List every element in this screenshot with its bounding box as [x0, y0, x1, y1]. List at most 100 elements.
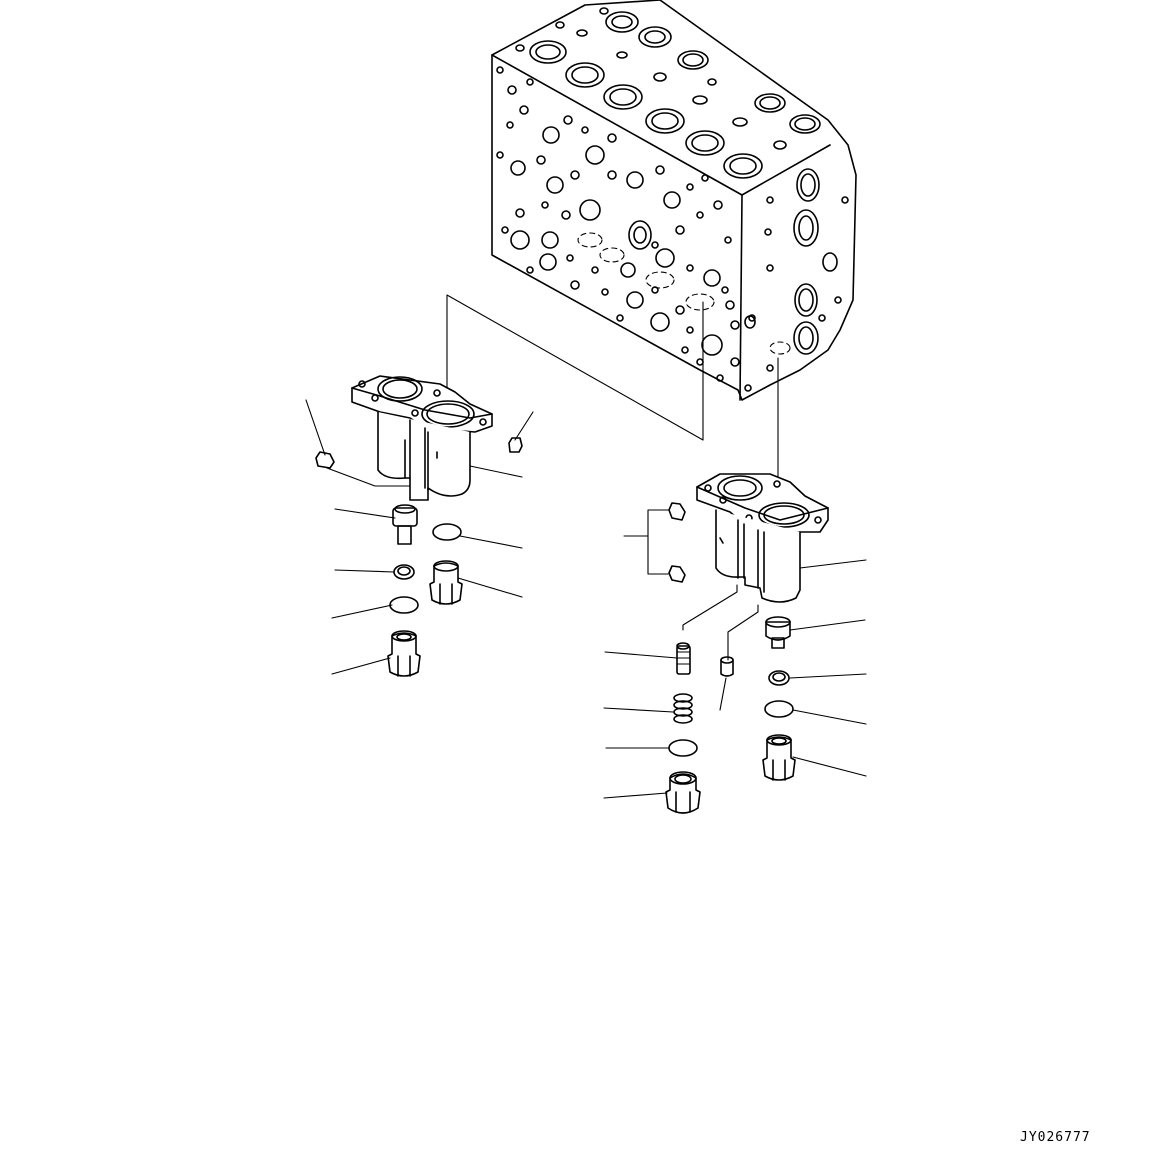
- left-leader-lines: [305, 399, 534, 675]
- flange-port: [421, 400, 475, 428]
- valve-body-mark: [719, 537, 724, 544]
- hex-plug: [429, 560, 463, 605]
- small-hole: [576, 29, 588, 37]
- leader-line: [469, 465, 523, 478]
- port-hole: [579, 199, 601, 221]
- port-hole: [535, 44, 561, 60]
- relief-poppet-body: [676, 645, 691, 675]
- port-hole: [565, 62, 605, 88]
- valve-flange: [351, 375, 493, 433]
- small-hole: [818, 314, 826, 322]
- small-hole: [773, 140, 787, 150]
- small-hole: [744, 384, 752, 392]
- port-hole: [628, 220, 652, 250]
- port-hole: [822, 252, 838, 272]
- port-hole: [626, 171, 644, 189]
- backup-ring-inner: [397, 566, 411, 576]
- poppet-top: [394, 504, 416, 514]
- port-hole: [798, 215, 814, 241]
- o-ring: [668, 739, 698, 757]
- small-hole: [721, 286, 729, 294]
- port-hole: [510, 160, 526, 176]
- leader-line: [603, 707, 674, 713]
- backup-ring-outer: [768, 670, 790, 686]
- hex-plug-top: [669, 771, 697, 785]
- flange-port: [758, 502, 810, 528]
- leader-line: [799, 559, 867, 569]
- port-hole: [759, 96, 781, 110]
- leader-line: [331, 604, 393, 619]
- backup-ring: [393, 564, 415, 580]
- port-hole: [798, 288, 814, 312]
- valve-block: [491, 0, 857, 401]
- small-hole: [655, 165, 665, 175]
- port-hole: [650, 312, 670, 332]
- flange-port: [426, 403, 470, 425]
- hex-plug-body: [387, 632, 421, 677]
- spring-coil: [673, 700, 693, 710]
- small-hole: [766, 264, 774, 272]
- leader-line: [331, 657, 391, 675]
- right-leader-lines: [603, 535, 867, 799]
- small-hole: [675, 225, 685, 235]
- flange-port: [377, 376, 423, 402]
- leader-line: [719, 677, 727, 711]
- valve-block-outline: [491, 0, 857, 401]
- leader-line: [789, 619, 866, 631]
- small-hole: [686, 183, 694, 191]
- leader-line: [334, 569, 395, 573]
- pin: [720, 656, 734, 677]
- small-hole: [515, 44, 525, 52]
- pin-top: [720, 656, 734, 664]
- port-hole: [794, 117, 816, 131]
- port-hole: [796, 168, 820, 202]
- pin-body: [720, 659, 734, 677]
- port-hole: [685, 130, 725, 156]
- hidden-port: [685, 293, 715, 311]
- bolt-hole: [479, 418, 487, 426]
- hex-plug-body: [762, 736, 796, 781]
- bolt-hole: [371, 394, 379, 402]
- port-hole: [638, 26, 672, 48]
- small-hole: [841, 196, 849, 204]
- bolt-hole: [704, 484, 712, 492]
- port-hole: [800, 173, 816, 197]
- hidden-port: [577, 232, 603, 248]
- drawing-id-label: JY026777: [1020, 1130, 1091, 1145]
- flange-port: [717, 475, 763, 501]
- port-hole: [609, 88, 637, 106]
- hex-plug-body: [429, 562, 463, 605]
- right-face-ports: [744, 168, 849, 392]
- hidden-port: [599, 247, 625, 263]
- port-hole: [691, 134, 719, 152]
- leader-line: [305, 399, 326, 456]
- bolt-hole: [719, 496, 727, 504]
- small-hole: [506, 121, 514, 129]
- port-hole: [703, 269, 721, 287]
- hidden-port: [645, 271, 675, 289]
- port-hole: [620, 262, 636, 278]
- hex-plug: [387, 630, 421, 677]
- port-hole: [682, 53, 704, 67]
- small-hole: [686, 326, 694, 334]
- poppet-stem: [771, 637, 785, 649]
- valve-flange: [696, 473, 829, 533]
- hidden-port: [769, 341, 791, 355]
- o-ring: [432, 523, 462, 541]
- small-hole: [766, 364, 774, 372]
- small-hole: [724, 236, 732, 244]
- left-valve-assembly: [315, 375, 523, 501]
- small-hole: [616, 314, 624, 322]
- leader-line: [604, 651, 678, 659]
- hex-plug-bore: [674, 774, 692, 784]
- port-hole: [611, 15, 633, 29]
- bolt-hole: [358, 380, 366, 388]
- leader-line: [792, 709, 867, 725]
- left-stack-parts: [387, 504, 463, 677]
- port-hole: [529, 40, 567, 64]
- plug-right: [508, 437, 523, 453]
- poppet-top: [765, 616, 791, 628]
- small-hole: [581, 126, 589, 134]
- small-hole: [748, 314, 756, 322]
